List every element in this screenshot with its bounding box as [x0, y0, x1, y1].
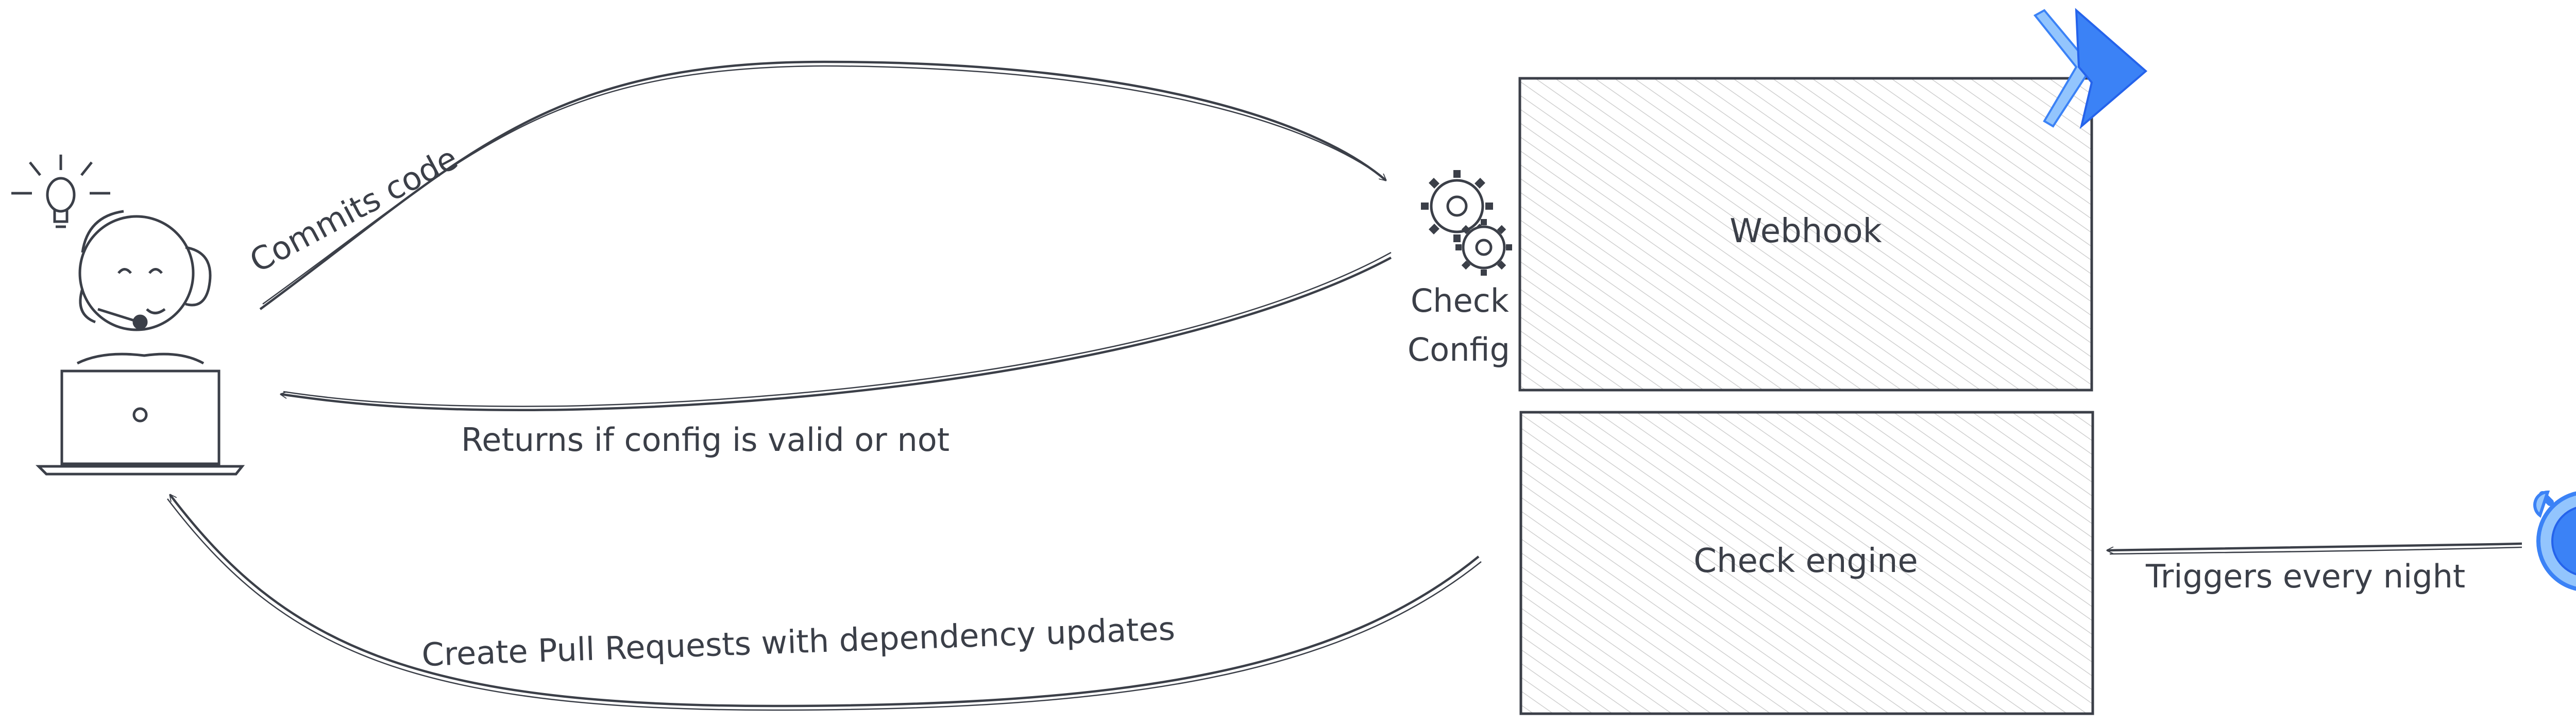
edge-create-prs: Create Pull Requests with dependency upd…	[167, 495, 1482, 711]
webhook-box	[1518, 77, 2093, 392]
webhook-node: Webhook	[1518, 77, 2093, 392]
alarm-clock-icon	[2533, 490, 2576, 591]
returns-label: Returns if config is valid or not	[461, 421, 950, 459]
commits-code-label: Commits code	[244, 139, 464, 280]
developer-laptop-icon	[11, 155, 245, 476]
check-engine-label: Check engine	[1693, 542, 1918, 580]
edge-commits-code: Commits code	[244, 60, 1386, 310]
edge-returns: Returns if config is valid or not	[281, 251, 1392, 459]
gears-icon	[1421, 170, 1512, 276]
check-engine-node: Check engine	[1519, 411, 2094, 715]
check-config-label-line1: Check	[1411, 282, 1509, 319]
check-config-label-line2: Config	[1408, 331, 1510, 368]
triggers-label: Triggers every night	[2145, 558, 2465, 595]
create-prs-label: Create Pull Requests with dependency upd…	[421, 610, 1176, 674]
webhook-label: Webhook	[1730, 212, 1882, 250]
double-chevron-icon	[2033, 8, 2148, 129]
check-engine-box	[1519, 411, 2094, 715]
lightbulb-icon	[11, 155, 110, 228]
edge-triggers: Triggers every night	[2107, 542, 2522, 595]
